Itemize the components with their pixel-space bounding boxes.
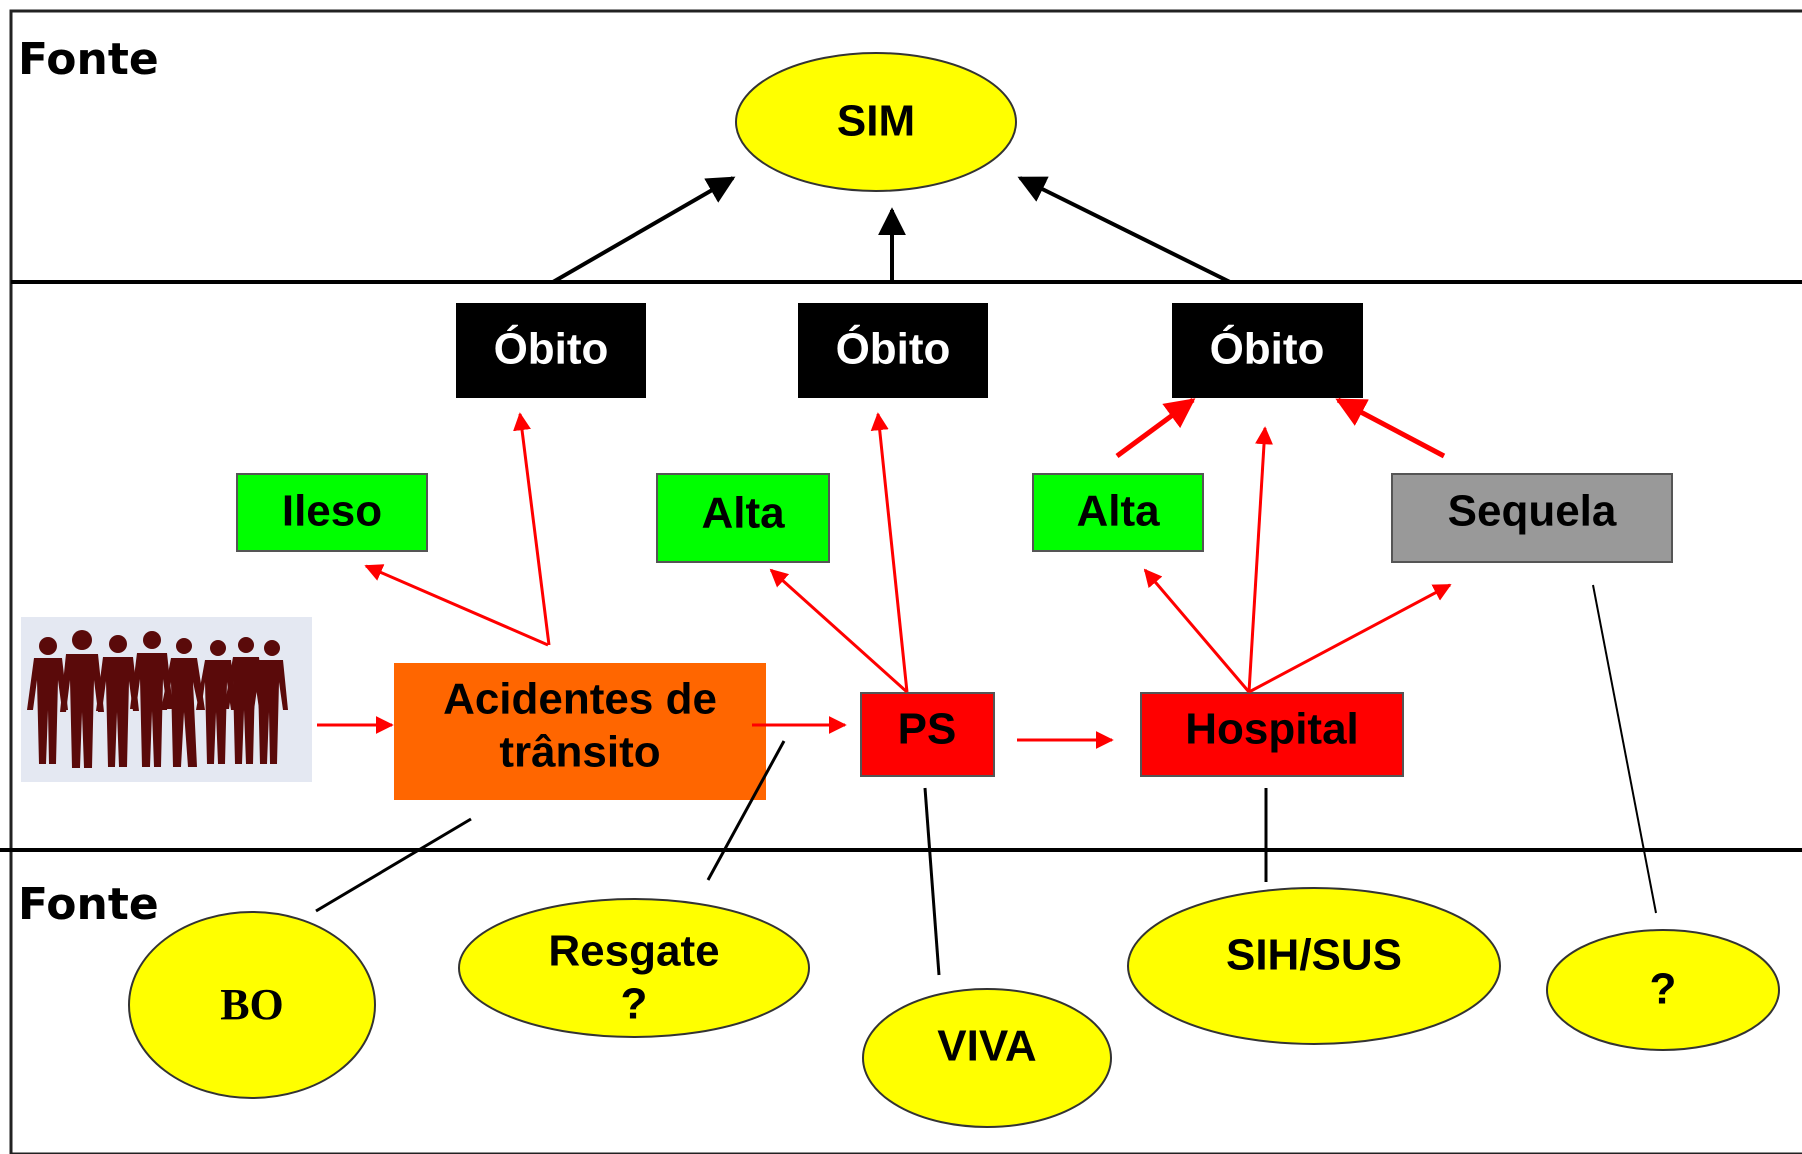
sequela-to-obito3-arrow: [1335, 397, 1446, 459]
red-thick-arrows: [1115, 397, 1446, 459]
sim-node: SIM: [735, 52, 1017, 192]
obito-box-2: Óbito: [798, 303, 988, 398]
obito-box-3-label: Óbito: [1210, 324, 1325, 374]
ps-label: PS: [898, 705, 957, 754]
acidentes-de-transito-box: Acidentes de trânsito: [394, 663, 766, 800]
hospital-box: Hospital: [1140, 692, 1404, 777]
acidentes-label-line2: trânsito: [499, 728, 660, 777]
alta2-to-obito3-arrow: [1115, 397, 1196, 459]
fonte-top-label: Fonte: [18, 34, 159, 85]
alta-box-2-rect: [1032, 473, 1204, 552]
bo-ellipse: [128, 911, 376, 1099]
acidentes-to-obito1-arrow: [513, 412, 551, 646]
resgate-label-line2: ?: [621, 980, 648, 1029]
unknown-ellipse: [1546, 929, 1780, 1051]
hospital-box-rect: [1140, 692, 1404, 777]
sequela-label: Sequela: [1448, 487, 1617, 536]
ileso-box: Ileso: [236, 473, 428, 552]
acidentes-box-rect: [394, 663, 766, 800]
red-flow-arrows: [317, 412, 1452, 749]
ps-to-viva-line: [923, 787, 941, 976]
alta-box-2: Alta: [1032, 473, 1204, 552]
ileso-label: Ileso: [282, 487, 382, 536]
bo-label: BO: [220, 980, 284, 1029]
sihsus-label: SIH/SUS: [1226, 931, 1402, 980]
sequela-box-rect: [1391, 473, 1673, 563]
outer-frame: [9, 9, 1802, 1154]
resgate-ellipse: [458, 898, 810, 1038]
obito1-to-sim-arrow: [551, 176, 736, 284]
ps-to-alta1-arrow: [769, 568, 909, 694]
obito-box-1: Óbito: [456, 303, 646, 398]
unknown-source: ?: [1546, 929, 1780, 1051]
sihsus-source: SIH/SUS: [1127, 887, 1501, 1045]
people-figures: [27, 630, 288, 768]
obito-box-2-label: Óbito: [836, 324, 951, 374]
acidentes-to-bo-line: [315, 817, 472, 913]
acidentes-label-line1: Acidentes de: [443, 675, 717, 724]
viva-ellipse: [862, 988, 1112, 1128]
alta-box-1: Alta: [656, 473, 830, 563]
resgate-label-line1: Resgate: [548, 927, 719, 976]
obito-box-2-rect: [798, 303, 988, 398]
hospital-to-alta2-arrow: [1143, 568, 1251, 693]
alta-box-1-label: Alta: [701, 489, 785, 538]
people-silhouettes-icon: [21, 617, 312, 782]
source-connector-lines: [315, 584, 1657, 976]
alta-box-2-label: Alta: [1076, 487, 1160, 536]
hospital-label: Hospital: [1185, 705, 1359, 754]
hospital-to-sequela-arrow: [1248, 583, 1452, 694]
ileso-box-rect: [236, 473, 428, 552]
obito-box-1-rect: [456, 303, 646, 398]
obito-box-3: Óbito: [1172, 303, 1363, 398]
sim-ellipse: [735, 52, 1017, 192]
ps-box: PS: [860, 692, 995, 777]
hospital-to-obito3-arrow: [1247, 426, 1274, 693]
sequela-to-unknown-line: [1592, 584, 1657, 914]
obito-box-3-rect: [1172, 303, 1363, 398]
obito-box-1-label: Óbito: [494, 324, 609, 374]
alta-box-1-rect: [656, 473, 830, 563]
viva-label: VIVA: [937, 1022, 1036, 1071]
obito3-to-sim-arrow: [1017, 176, 1231, 284]
unknown-label: ?: [1650, 965, 1677, 1014]
viva-source: VIVA: [862, 988, 1112, 1128]
sim-label: SIM: [837, 97, 915, 146]
sihsus-ellipse: [1127, 887, 1501, 1045]
resgate-source: Resgate ?: [458, 898, 810, 1038]
ps-to-obito2-arrow: [870, 412, 909, 693]
acidentes-to-ileso-arrow: [364, 564, 549, 647]
ps-box-rect: [860, 692, 995, 777]
fonte-bottom-label: Fonte: [18, 879, 159, 930]
sequela-box: Sequela: [1391, 473, 1673, 563]
acidentes-to-resgate-line: [706, 740, 786, 881]
bo-source: BO: [128, 911, 376, 1099]
